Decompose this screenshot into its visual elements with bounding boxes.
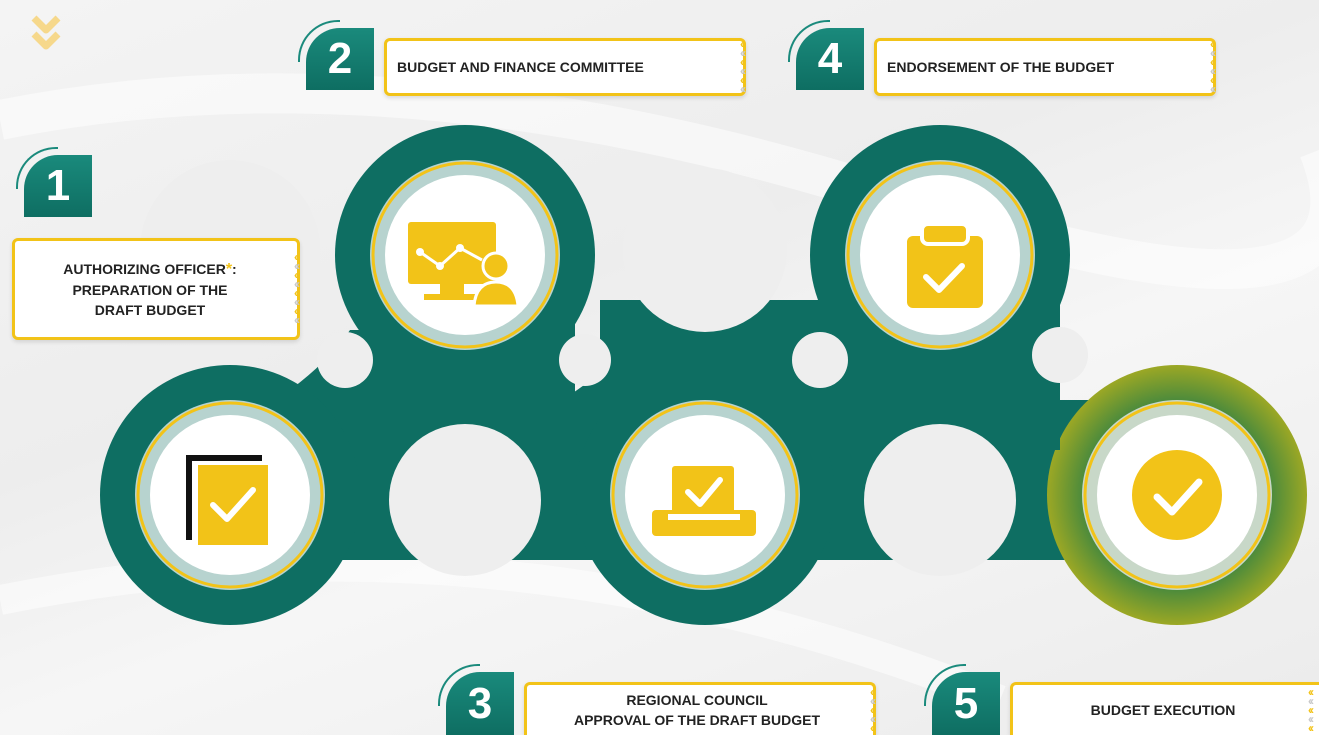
step-label-5-text: BUDGET EXECUTION	[1090, 702, 1236, 718]
step-label-1-line-2: PREPARATION OF THE	[72, 281, 228, 298]
step-label-5: BUDGET EXECUTION ‹‹‹‹‹‹‹‹‹‹	[1010, 682, 1319, 735]
step-label-3-line-2: APPROVAL OF THE DRAFT BUDGET	[573, 712, 821, 728]
step-label-1: AUTHORIZING OFFICER*: PREPARATION OF THE…	[12, 238, 303, 340]
step-label-3: REGIONAL COUNCIL APPROVAL OF THE DRAFT B…	[524, 682, 879, 735]
step-label-1-line-1: AUTHORIZING OFFICER*:	[63, 259, 236, 280]
document-check-icon	[186, 455, 268, 545]
step-label-1-colon: :	[232, 260, 237, 277]
step-label-1-line-3: DRAFT BUDGET	[94, 301, 206, 318]
clipboard-check-icon	[907, 222, 983, 308]
chevron-decoration: ‹‹‹‹‹‹‹‹‹‹‹‹‹‹‹‹	[289, 241, 303, 337]
step-label-4: ENDORSEMENT OF THE BUDGET ‹‹‹‹‹‹‹‹‹‹‹‹	[874, 38, 1219, 96]
step-number-3: 3	[438, 664, 514, 735]
chevron-decoration: ‹‹‹‹‹‹‹‹‹‹	[1303, 685, 1317, 735]
step-number-2: 2	[298, 20, 374, 90]
asterisk-icon: *	[225, 260, 233, 278]
ballot-box-icon	[652, 466, 756, 536]
step-label-3-line-1: REGIONAL COUNCIL	[626, 692, 768, 708]
step-label-2: BUDGET AND FINANCE COMMITTEE ‹‹‹‹‹‹‹‹‹‹‹…	[384, 38, 749, 96]
step-number-4: 4	[788, 20, 864, 90]
check-circle-icon	[1132, 450, 1222, 540]
step-label-1-title: AUTHORIZING OFFICER	[63, 260, 226, 277]
step-label-2-text: BUDGET AND FINANCE COMMITTEE	[397, 59, 644, 75]
step-label-4-text: ENDORSEMENT OF THE BUDGET	[887, 59, 1115, 75]
chevron-decoration: ‹‹‹‹‹‹‹‹‹‹‹‹	[735, 38, 749, 95]
chevron-decoration: ‹‹‹‹‹‹‹‹‹‹‹‹	[1205, 38, 1219, 95]
chevron-down-icon	[31, 15, 61, 50]
step-number-5: 5	[924, 664, 1000, 735]
step-number-1: 1	[16, 147, 92, 217]
presentation-chart-icon	[408, 222, 520, 308]
chevron-decoration: ‹‹‹‹‹‹‹‹‹‹	[865, 685, 879, 735]
